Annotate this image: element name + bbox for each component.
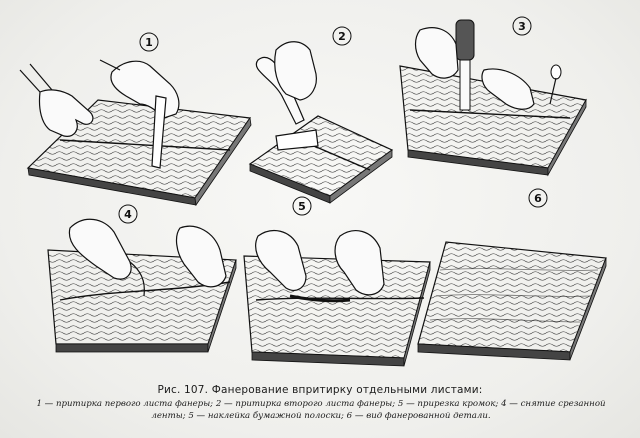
panel-6-number: 6 <box>534 192 542 205</box>
figure-caption: Рис. 107. Фанерование впритирку отдельны… <box>157 384 483 396</box>
panel-1-number-circle <box>139 32 159 52</box>
panel-1-number: 1 <box>145 36 153 49</box>
panel-3-number-circle <box>512 16 532 36</box>
panel-5-number-circle <box>292 196 312 216</box>
panel-4-number: 4 <box>124 208 132 221</box>
panel-4-drawing <box>47 218 237 353</box>
panel-6-number-circle <box>528 188 548 208</box>
panel-3-drawing <box>399 19 587 177</box>
panel-3-number: 3 <box>518 20 526 33</box>
figure-legend: 1 — притирка первого листа фанеры; 2 — п… <box>36 399 606 421</box>
panel-4-number-circle <box>118 204 138 224</box>
panel-5-number: 5 <box>298 200 306 213</box>
panel-1-drawing <box>19 59 252 207</box>
panel-6-drawing <box>417 241 607 361</box>
panel-5-drawing <box>243 229 431 367</box>
panel-2-number: 2 <box>338 30 346 43</box>
panel-2-drawing <box>248 41 394 204</box>
panel-2-number-circle <box>332 26 352 46</box>
